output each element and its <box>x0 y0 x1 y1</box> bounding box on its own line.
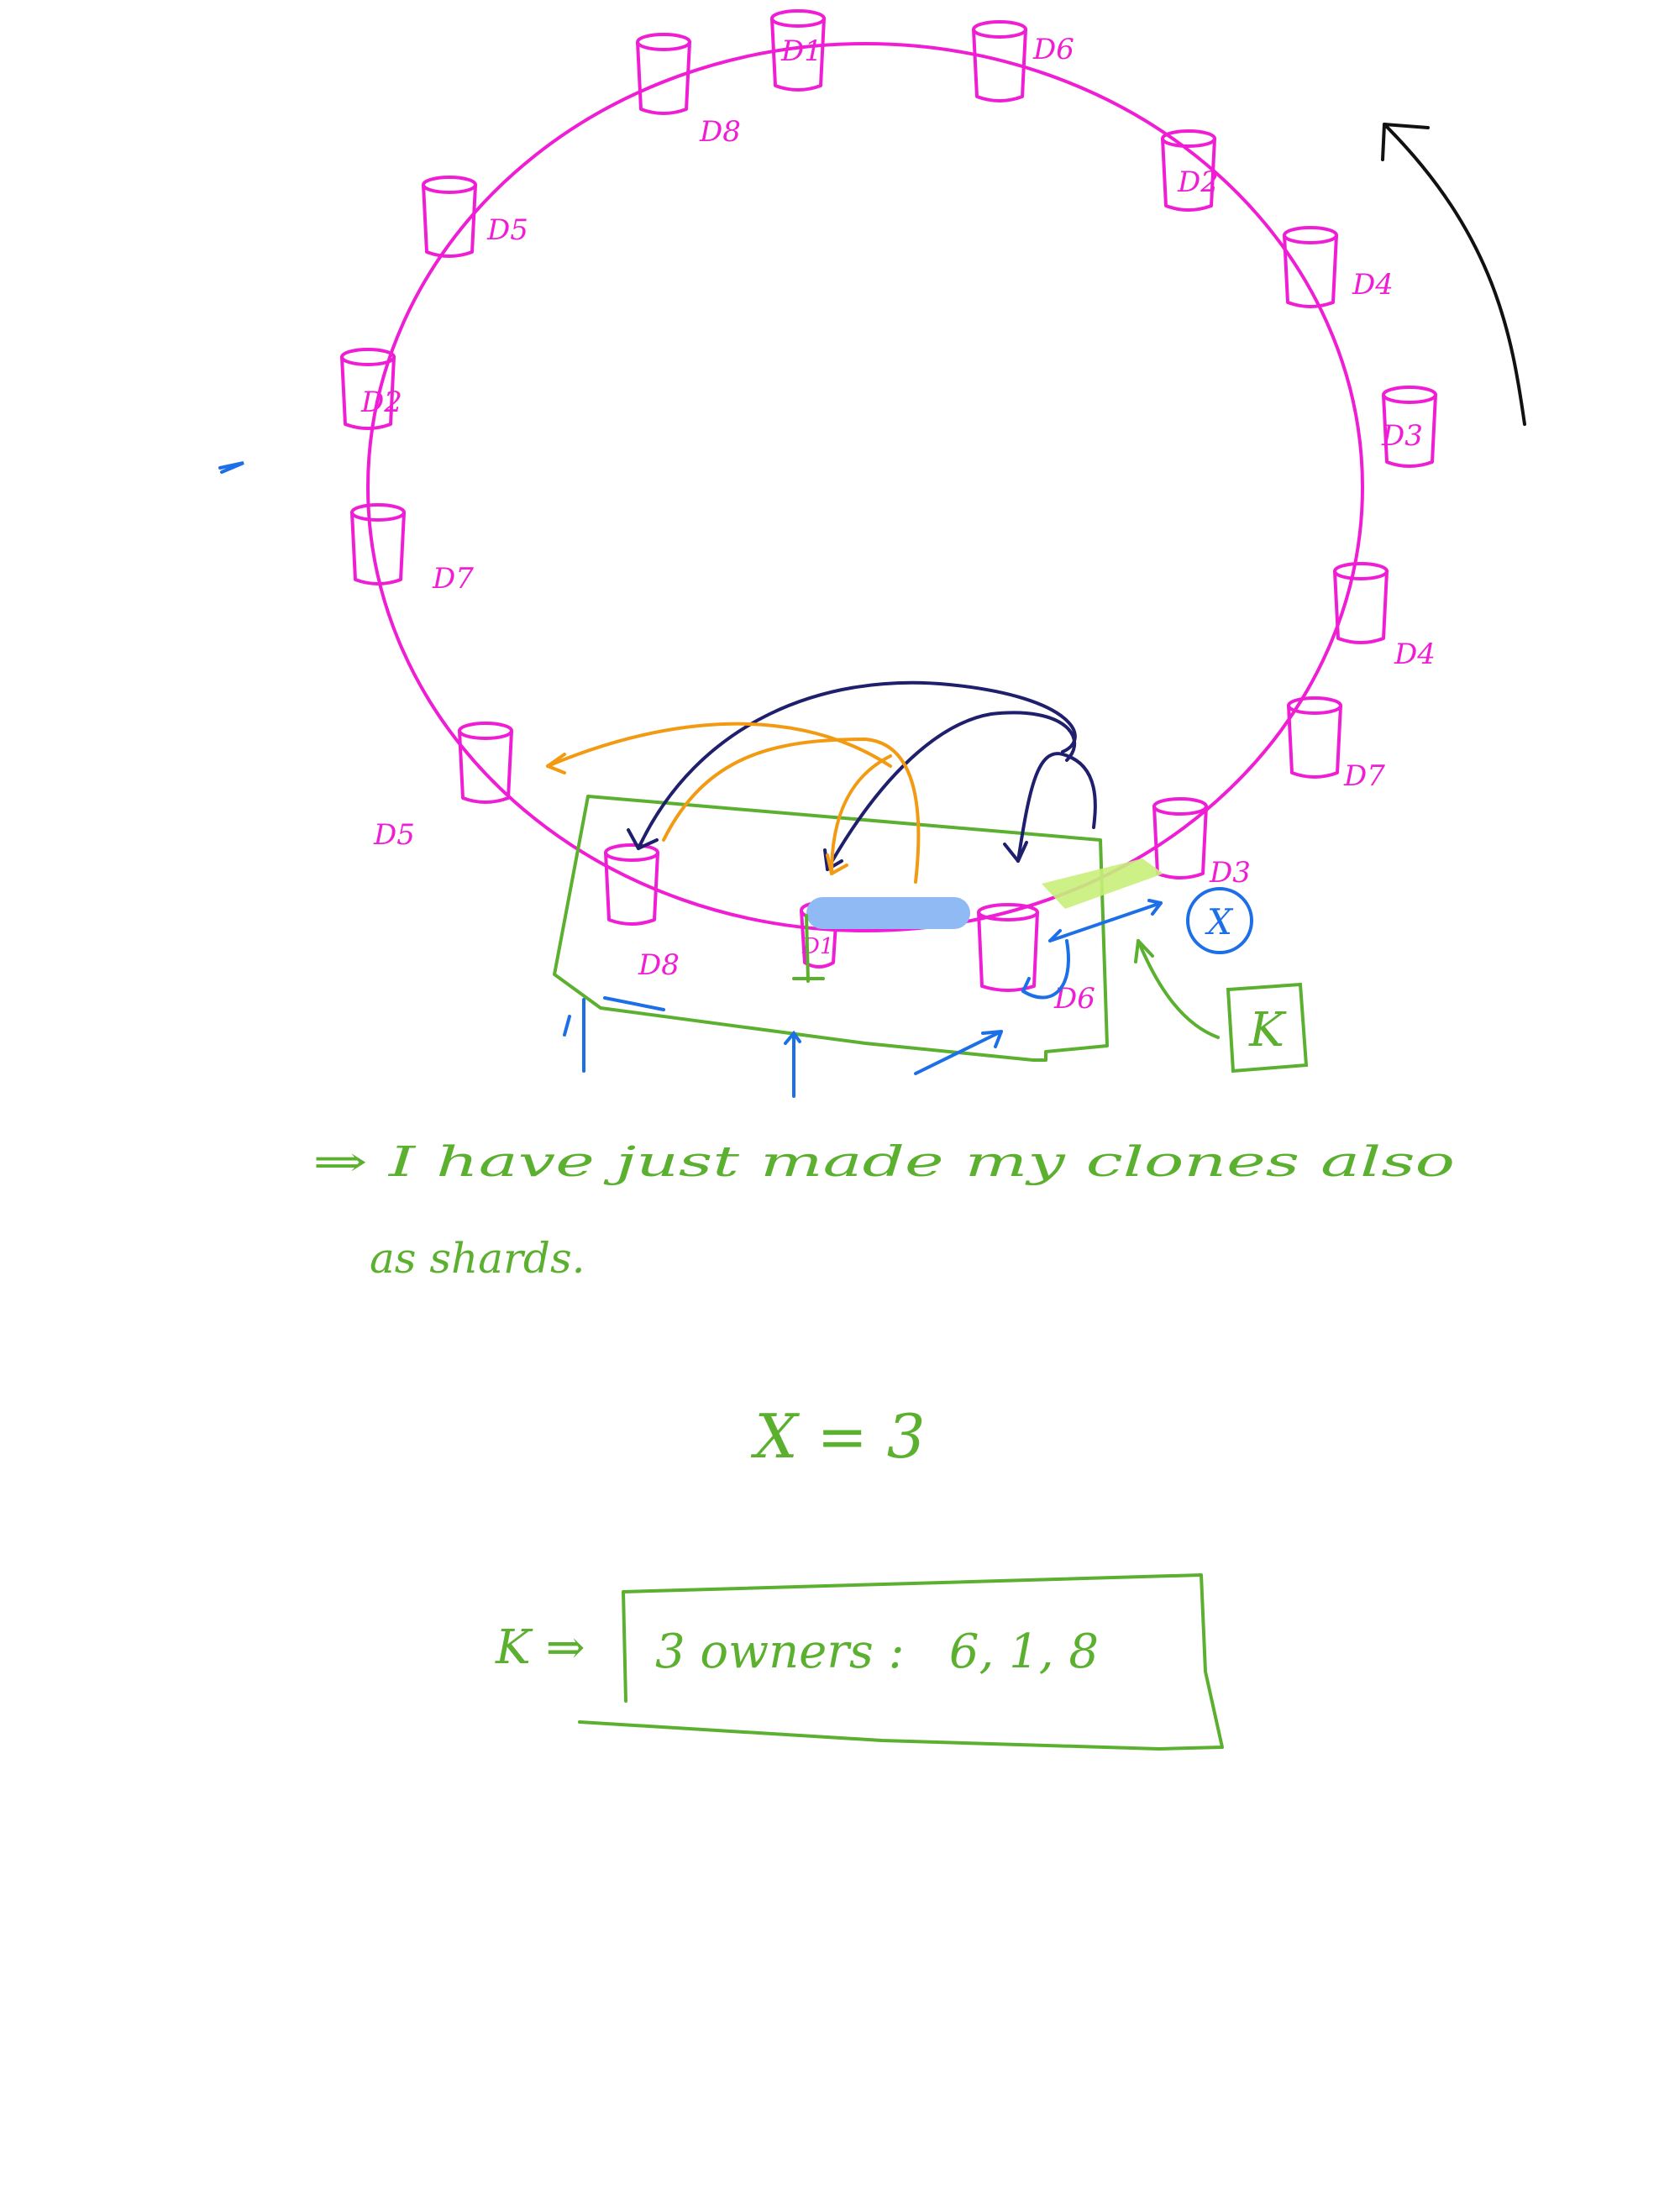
database-cylinder <box>1333 562 1389 644</box>
note-line-2: as shards. <box>370 1234 585 1283</box>
x-marker: X <box>1205 901 1234 942</box>
k-pointer <box>792 914 1309 1074</box>
stray-mark <box>218 461 244 474</box>
shard-highlight-lime <box>1042 858 1163 909</box>
node-label: D3 <box>1209 856 1251 890</box>
database-cylinder <box>1287 696 1342 779</box>
database-cylinder <box>636 33 691 115</box>
node-label: D3 <box>1381 419 1423 453</box>
blue-marks <box>563 887 1253 1098</box>
node-label: D4 <box>1352 268 1394 302</box>
navy-arrows <box>627 680 1097 871</box>
note-line-1: ⇒ I have just made my clones also <box>312 1137 1455 1186</box>
node-label: D4 <box>1394 638 1436 671</box>
database-cylinder <box>350 503 406 585</box>
node-label: D5 <box>373 818 415 852</box>
database-cylinder <box>770 9 826 92</box>
shard-nodes: D6 <box>977 903 1095 1016</box>
database-cylinder <box>604 843 659 926</box>
k-marker: K <box>1248 1003 1287 1058</box>
node-label: D5 <box>486 213 528 247</box>
database-cylinder <box>1152 797 1208 879</box>
database-cylinder <box>1283 226 1338 308</box>
node-label: D8 <box>638 948 680 982</box>
owners-prefix: K ⇒ <box>495 1620 585 1675</box>
database-cylinder <box>340 348 396 430</box>
hash-ring <box>366 42 1364 932</box>
database-cylinder <box>1161 129 1216 212</box>
node-label: D6 <box>1032 33 1074 66</box>
rotation-arrow <box>1381 123 1526 426</box>
owners-text: 3 owners : 6, 1, 8 <box>655 1625 1099 1679</box>
shard-highlight-blue <box>806 897 970 929</box>
node-label: D7 <box>1343 759 1385 793</box>
database-cylinder <box>972 20 1027 102</box>
node-label: D2 <box>1177 165 1219 199</box>
orange-arrows <box>546 722 921 884</box>
database-cylinder <box>1382 386 1437 468</box>
node-label: D7 <box>432 562 474 596</box>
database-cylinder <box>422 176 477 258</box>
node-label: D1 <box>780 34 822 68</box>
database-cylinder <box>977 903 1039 992</box>
database-cylinder <box>458 722 513 804</box>
node-label: D8 <box>699 115 741 149</box>
equation: X = 3 <box>750 1401 925 1472</box>
shard-box <box>553 795 1163 1062</box>
node-label: D2 <box>360 386 402 419</box>
shard-box-outline <box>553 795 1109 1062</box>
owners-box <box>578 1573 1224 1751</box>
